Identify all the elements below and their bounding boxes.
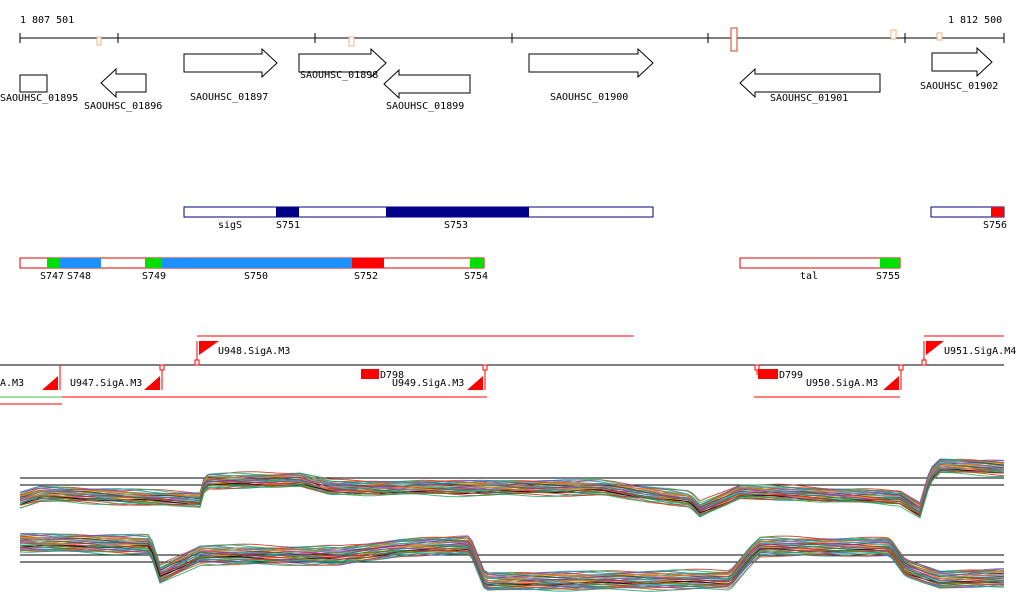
segment-s750[interactable]	[162, 258, 352, 268]
segment-label: S756	[983, 220, 1007, 231]
start-coordinate: 1 807 501	[20, 15, 74, 26]
gene-arrow[interactable]	[298, 47, 387, 79]
segment-s749[interactable]	[145, 258, 162, 268]
segment-s748[interactable]	[60, 258, 101, 268]
promoter-label[interactable]: U948.SigA.M3	[218, 346, 290, 357]
promoter-flag[interactable]	[467, 376, 483, 390]
promoter-label[interactable]: A.M3	[0, 378, 24, 389]
gene-track: SAOUHSC_01895 SAOUHSC_01896 SAOUHSC_0189…	[0, 46, 998, 112]
gene-label[interactable]: SAOUHSC_01899	[386, 101, 464, 112]
segment-frame	[739, 257, 901, 269]
expression-trace	[19, 468, 1005, 517]
region-marker	[936, 32, 943, 41]
promoter-track: U948.SigA.M3 U951.SigA.M4 A.M3 U947.SigA…	[0, 335, 1016, 405]
segment-s755[interactable]	[880, 258, 900, 268]
promoter-flag[interactable]	[199, 341, 219, 355]
gene-label[interactable]: SAOUHSC_01901	[770, 93, 848, 104]
expression-trace	[19, 550, 1005, 592]
promoter-flag[interactable]	[883, 376, 899, 390]
coordinate-ruler: 1 807 501 1 812 500	[19, 15, 1005, 52]
region-marker-highlight[interactable]	[730, 27, 738, 52]
segment-s752[interactable]	[352, 258, 384, 268]
expression-profiles	[19, 532, 1005, 592]
segment-s751[interactable]	[276, 207, 299, 217]
gene-label[interactable]: SAOUHSC_01895	[0, 93, 78, 104]
segment-label: S754	[464, 271, 488, 282]
promoter-label[interactable]: U950.SigA.M3	[806, 378, 878, 389]
forward-strand-expression	[19, 458, 1005, 519]
gene-label[interactable]: SAOUHSC_01902	[920, 81, 998, 92]
downregulated-box[interactable]	[361, 369, 379, 379]
gene-arrow[interactable]	[528, 47, 654, 79]
downregulated-label[interactable]: D799	[779, 370, 803, 381]
gene-label[interactable]: SAOUHSC_01897	[190, 92, 268, 103]
gene-label[interactable]: SAOUHSC_01896	[84, 101, 162, 112]
segment-label: S751	[276, 220, 300, 231]
segment-label: S752	[354, 271, 378, 282]
expression-trace	[19, 548, 1005, 591]
gene-arrow[interactable]	[931, 46, 993, 78]
expression-profiles	[19, 458, 1005, 519]
reverse-strand-expression	[19, 532, 1005, 592]
segment-s753[interactable]	[386, 207, 529, 217]
segment-s754[interactable]	[470, 258, 484, 268]
segment-label: S755	[876, 271, 900, 282]
segment-label: tal	[800, 271, 818, 282]
downregulated-box[interactable]	[758, 369, 778, 379]
region-marker	[348, 36, 355, 47]
segment-label: sigS	[218, 220, 242, 231]
segment-label: S750	[244, 271, 268, 282]
promoter-flag[interactable]	[144, 376, 160, 390]
gene-label[interactable]: SAOUHSC_01898	[300, 70, 378, 81]
gene-arrow[interactable]	[100, 67, 147, 99]
region-marker	[890, 29, 897, 40]
segment-label: S749	[142, 271, 166, 282]
promoter-flag[interactable]	[42, 376, 58, 390]
promoter-flag[interactable]	[926, 341, 944, 355]
ruler-ticks	[19, 33, 1005, 43]
segment-s747[interactable]	[47, 258, 60, 268]
forward-segment-track: sigS S751 S753 S756	[183, 206, 1007, 231]
region-marker	[96, 36, 102, 46]
promoter-label[interactable]: U949.SigA.M3	[392, 378, 464, 389]
promoter-label[interactable]: U951.SigA.M4	[944, 346, 1016, 357]
gene-arrow[interactable]	[19, 74, 48, 93]
gene-arrow[interactable]	[739, 67, 881, 99]
segment-label: S748	[67, 271, 91, 282]
promoter-label[interactable]: U947.SigA.M3	[70, 378, 142, 389]
segment-s756[interactable]	[991, 207, 1004, 217]
downregulated-label[interactable]: D798	[380, 370, 404, 381]
gene-arrow[interactable]	[383, 68, 471, 100]
gene-label[interactable]: SAOUHSC_01900	[550, 92, 628, 103]
end-coordinate: 1 812 500	[948, 15, 1002, 26]
reverse-segment-track: S747 S748 S749 S750 S752 S754 tal S755	[19, 257, 901, 282]
expression-trace	[19, 472, 1004, 519]
gene-arrow[interactable]	[183, 47, 278, 79]
segment-label: S753	[444, 220, 468, 231]
segment-label: S747	[40, 271, 64, 282]
